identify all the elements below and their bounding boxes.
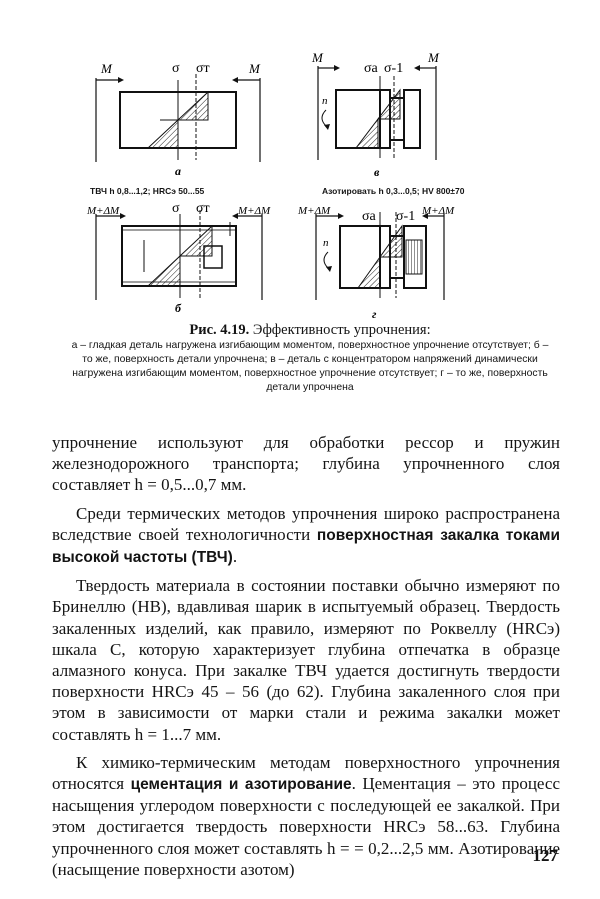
page-number: 127	[532, 846, 559, 865]
paragraph-4: К химико-термическим методам поверхностн…	[52, 752, 560, 880]
moment-label-g-right: M+ΔM	[421, 205, 455, 217]
paragraph-1: упрочнение используют для обработки ресс…	[52, 433, 560, 495]
figure-caption: Рис. 4.19. Эффективность упрочнения: а –…	[60, 322, 560, 395]
sigma-a-label-g: σa	[362, 209, 377, 224]
paragraph-2-start: Среди термических методов упрочнения шир…	[52, 503, 560, 544]
panel-b-header: ТВЧ h 0,8...1,2; HRCэ 50...55	[90, 186, 205, 196]
moment-label-b-left: M+ΔM	[86, 205, 120, 217]
rotation-label-v: n	[322, 95, 328, 107]
panel-label-g: г	[372, 307, 377, 321]
panel-label-v: в	[374, 165, 380, 179]
caption-title: Рис. 4.19. Эффективность упрочнения:	[60, 322, 560, 339]
sigma-t-label-a: σт	[196, 61, 210, 76]
panel-a: M M σ σт а	[95, 61, 261, 178]
sigma-a-label-v: σa	[364, 61, 379, 76]
sigma-m1-label-v: σ-1	[384, 61, 403, 76]
caption-figure-number: Рис. 4.19.	[189, 322, 250, 338]
sigma-label-a: σ	[172, 61, 180, 76]
sigma-m1-label-g: σ-1	[396, 209, 415, 224]
moment-label-b-right: M+ΔM	[237, 205, 271, 217]
moment-label-a-left: M	[100, 61, 113, 76]
paragraph-2-bold: поверхностная закалка токами высокой час…	[52, 526, 560, 567]
sigma-t-label-b: σт	[196, 201, 210, 216]
paragraph-2-end: .	[232, 547, 238, 567]
panel-b: M+ΔM M+ΔM σ σт б	[86, 201, 271, 315]
panel-g: n M+ΔM M+ΔM σa σ-1 г	[297, 205, 455, 321]
sigma-label-b: σ	[172, 201, 180, 216]
paragraph-4-start: К химико-термическим методам поверхностн…	[52, 752, 560, 794]
caption-title-text: Эффективность упрочнения:	[249, 322, 431, 338]
stress-diagram-b	[178, 224, 213, 257]
rotation-label-g: n	[323, 237, 329, 249]
body-text: упрочнение используют для обработки ресс…	[52, 432, 560, 880]
paragraph-4-end: . Цементация – это процесс насыщения угл…	[52, 774, 560, 879]
moment-label-a-right: M	[248, 61, 261, 76]
paragraph-3: Твердость материала в состоянии поставки…	[52, 576, 560, 744]
panel-g-header: Азотировать h 0,3...0,5; HV 800±70	[322, 186, 465, 196]
moment-label-v-right: M	[427, 50, 440, 65]
figure-drawing: M M σ σт а n M M σa	[86, 50, 455, 321]
paragraph-4-bold: цементация и азотирование	[130, 776, 352, 794]
paragraph-2: Среди термических методов упрочнения шир…	[52, 503, 560, 569]
stress-diagram-a	[176, 90, 209, 121]
moment-label-g-left: M+ΔM	[297, 205, 331, 217]
panel-label-b: б	[175, 301, 182, 315]
caption-legend: а – гладкая деталь нагружена изгибающим …	[71, 340, 549, 393]
panel-label-a: а	[175, 164, 181, 178]
moment-label-v-left: M	[311, 50, 324, 65]
panel-v: n M M σa σ-1 в	[311, 50, 440, 179]
figure-4-19: M M σ σт а n M M σa	[0, 0, 600, 340]
